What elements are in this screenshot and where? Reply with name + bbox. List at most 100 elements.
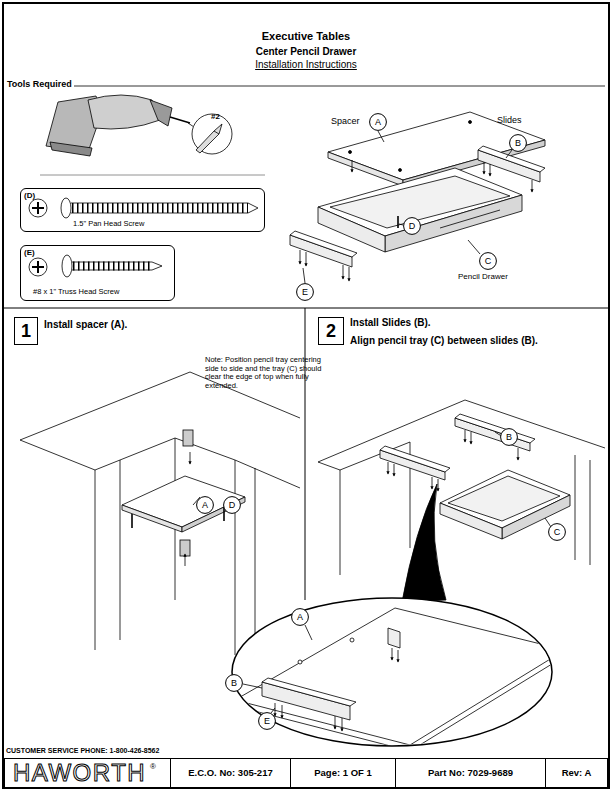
callout-letter: D: [403, 217, 421, 235]
section-heading: Tools Required: [7, 79, 72, 89]
exploded-view: [306, 252, 307, 266]
exploded-view: [478, 146, 545, 172]
brand-logo: HAWORTH®: [4, 758, 171, 788]
detail-inset: [232, 598, 565, 751]
fastener-card: (E)#8 x 1" Truss Head Screw: [20, 245, 175, 301]
step-one-illustration: [20, 372, 300, 655]
fastener-card-text: (E): [24, 248, 35, 257]
callout-letter: C: [479, 252, 497, 270]
step-one-illustration: [20, 372, 300, 440]
detail-inset: [262, 678, 356, 706]
exploded-view: [490, 164, 491, 176]
exploded-view: [440, 210, 500, 228]
callout-circle: [404, 218, 421, 235]
exploded-view: [399, 169, 402, 172]
title-block-cell: Page: 1 OF 1: [290, 758, 396, 788]
step-number-text: 1: [21, 321, 31, 342]
exploded-view: [468, 240, 480, 254]
truss-head-screw: [62, 255, 72, 277]
brand-logo-text: ®: [150, 762, 156, 771]
callout-letter: C: [548, 523, 566, 541]
section-rule: [40, 175, 265, 176]
callout-circle: [480, 253, 497, 270]
callout-circle: [510, 135, 527, 152]
callout-letter: B: [506, 432, 512, 442]
step-two-illustration: [318, 400, 605, 602]
pan-head-screw: [29, 199, 47, 217]
callout-letter: D: [409, 221, 416, 231]
drill-illustration: [50, 142, 92, 156]
step-two-illustration: [502, 495, 570, 539]
title-block-cell-text: Part No: 7029-9689: [428, 768, 513, 779]
truss-head-screw: [32, 261, 44, 273]
callout-letter: E: [296, 283, 314, 301]
step-one-illustration: [95, 438, 175, 650]
step-one-illustration: [180, 540, 190, 556]
truss-head-screw: [72, 262, 162, 270]
callout-circle: [224, 497, 241, 514]
detail-inset: [235, 656, 565, 751]
callout-letter: A: [291, 608, 309, 626]
fastener-card-text: 1.5" Pan Head Screw: [73, 220, 144, 229]
fastener-card: (D)1.5" Pan Head Screw: [20, 188, 265, 232]
pan-head-screw: [29, 198, 258, 218]
callout-letter: D: [223, 496, 241, 514]
sheet-subtitle: Installation Instructions: [156, 59, 456, 71]
step-one-illustration: [122, 505, 182, 532]
detail-inset: [350, 638, 354, 642]
callout-letter: B: [509, 134, 527, 152]
exploded-view: [532, 180, 533, 192]
part-name: Pencil Drawer: [458, 272, 508, 281]
callout-letter: A: [297, 612, 303, 622]
exploded-view: [300, 250, 301, 264]
truss-head-screw: [73, 262, 152, 271]
pan-head-screw: [71, 203, 258, 213]
step-instruction: Align pencil tray (C) between slides (B)…: [350, 335, 538, 347]
step-two-illustration: [380, 446, 450, 472]
step-one-illustration: [20, 440, 95, 470]
title-block-cell: Rev: A: [545, 758, 608, 788]
callout-circle: [292, 609, 309, 626]
step-two-illustration: [432, 477, 433, 489]
exploded-view: [303, 268, 305, 283]
detail-inset: [335, 716, 336, 729]
exploded-view: [469, 121, 472, 124]
callout-circle: [501, 429, 518, 446]
callout-letter: E: [302, 287, 308, 297]
callout-letter: A: [369, 113, 387, 131]
drill-illustration: [170, 117, 190, 123]
exploded-view: [378, 131, 384, 142]
callout-circle: [226, 675, 243, 692]
exploded-view: [399, 224, 403, 225]
exploded-view: [349, 267, 350, 281]
exploded-view: [506, 150, 512, 158]
callout-letter: A: [196, 496, 214, 514]
callout-letter: C: [554, 527, 561, 537]
title-block-cell-text: E.C.O. No: 305-217: [188, 768, 272, 779]
exploded-view: [352, 160, 353, 172]
step-two-illustration: [318, 400, 605, 462]
callout-letter: D: [229, 500, 236, 510]
callout-circle: [370, 114, 387, 131]
callout-letter: B: [500, 428, 518, 446]
step-one-illustration: [190, 452, 191, 464]
callout-letter: A: [375, 117, 381, 127]
step-one-illustration: [182, 497, 245, 532]
step-two-illustration: [545, 518, 551, 527]
callout-circle: [297, 284, 314, 301]
part-name: Slides: [497, 115, 522, 125]
step-one-illustration: [183, 430, 193, 446]
step-number-text: 2: [326, 321, 336, 342]
drill-illustration: [150, 100, 172, 126]
section-rule: [4, 308, 608, 309]
callout-letter: B: [225, 674, 243, 692]
title-block-cell: Part No: 7029-9689: [395, 758, 546, 788]
step-two-illustration: [465, 430, 466, 442]
truss-head-screw: [29, 255, 162, 277]
callout-letter: E: [264, 716, 270, 726]
bit-size: #2: [211, 112, 220, 121]
sheet-subtitle: Center Pencil Drawer: [156, 46, 456, 58]
step-two-illustration: [438, 479, 439, 491]
exploded-view: [343, 265, 344, 279]
